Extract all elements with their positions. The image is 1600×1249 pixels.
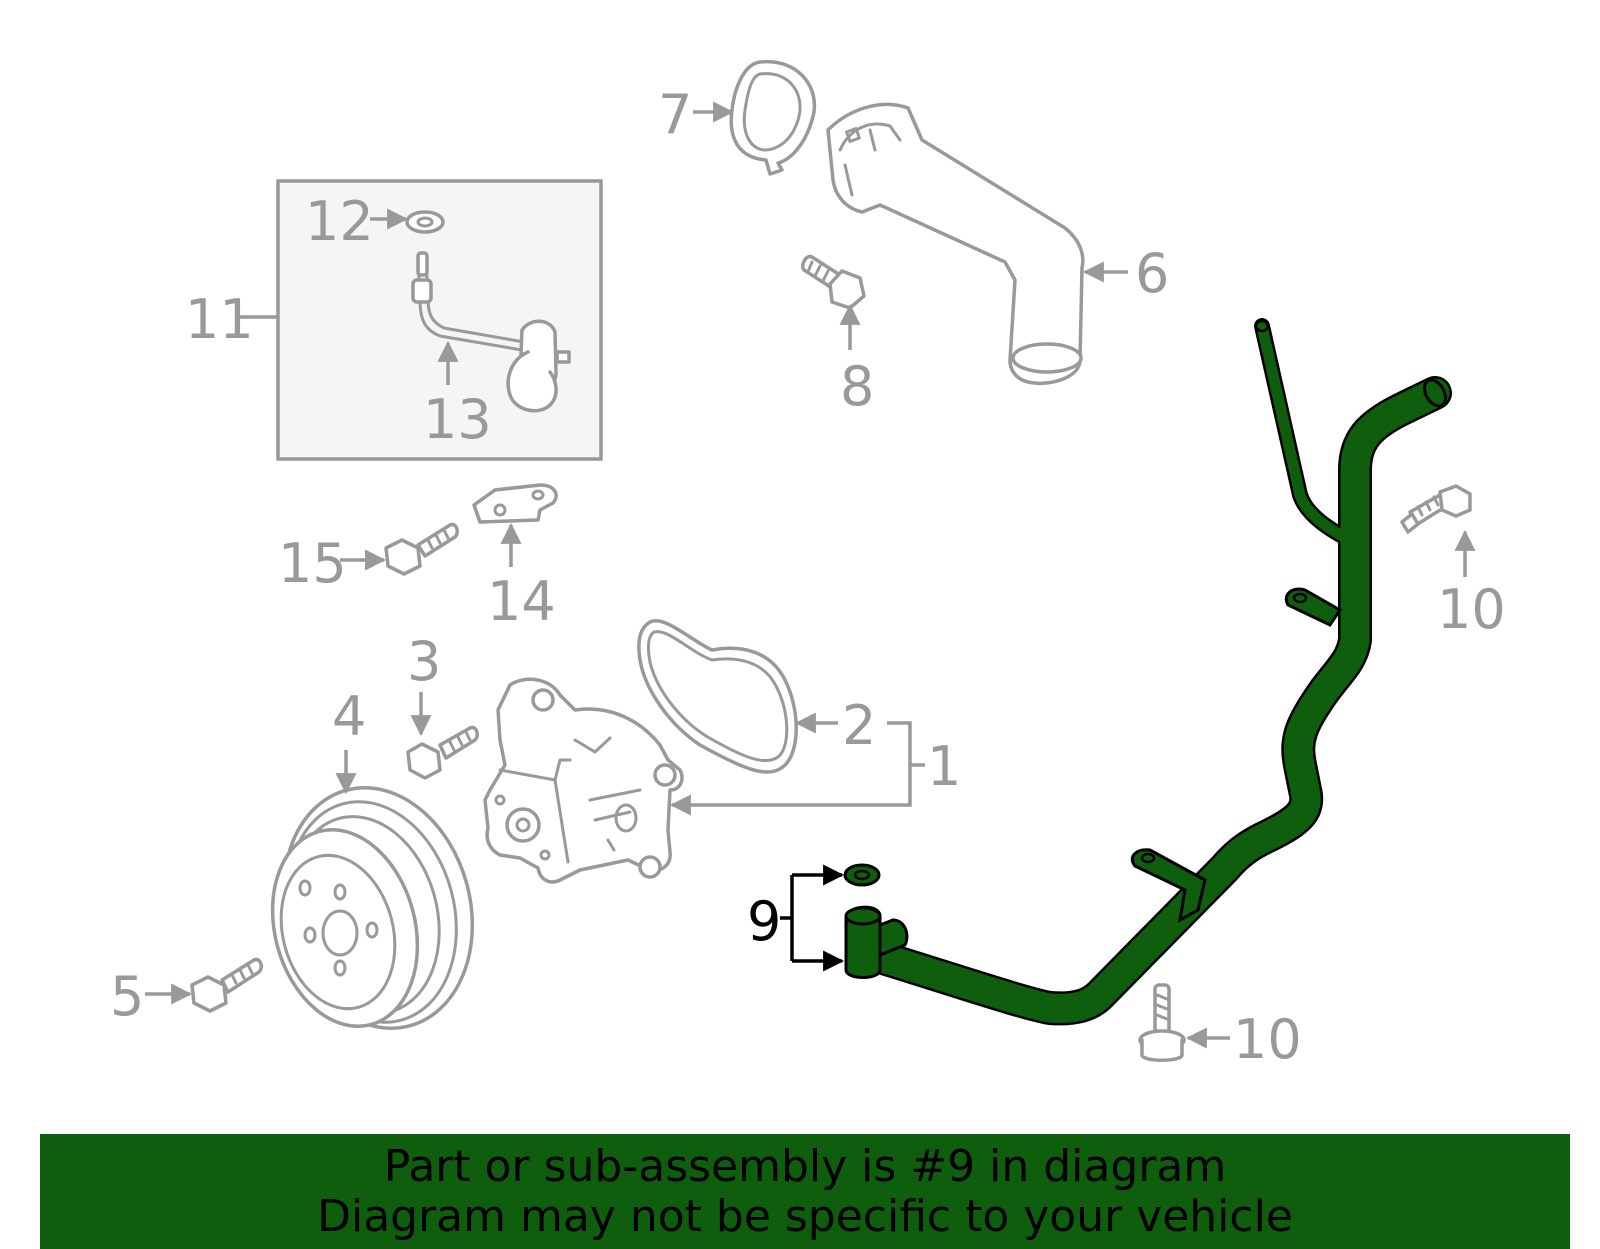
part-10-bolt-upper[interactable] <box>1400 484 1472 534</box>
callout-14[interactable]: 14 <box>487 570 556 633</box>
tube-branch-fill <box>1256 320 1356 546</box>
part-5-bolt[interactable] <box>190 957 263 1013</box>
banner-line-1: Part or sub-assembly is #9 in diagram <box>383 1141 1227 1192</box>
part-12-o-ring[interactable] <box>405 210 445 234</box>
part-15-bolt[interactable] <box>384 522 459 576</box>
callout-12[interactable]: 12 <box>305 190 374 253</box>
part-9-o-ring[interactable] <box>843 863 881 887</box>
part-7-gasket[interactable] <box>729 60 817 176</box>
callout-4[interactable]: 4 <box>332 685 366 748</box>
part-10-bolt-lower[interactable] <box>1138 983 1186 1062</box>
callout-3[interactable]: 3 <box>407 630 441 693</box>
part-4-pulley[interactable] <box>252 766 499 1049</box>
bracket-9 <box>780 875 794 961</box>
callout-10-lower[interactable]: 10 <box>1233 1008 1302 1071</box>
part-13-sensor-hose[interactable] <box>411 251 571 413</box>
tube-main-fill <box>865 378 1450 1023</box>
callout-6[interactable]: 6 <box>1135 242 1169 305</box>
part-2-pump-gasket[interactable] <box>637 619 798 774</box>
tube-bracket-upper <box>1284 587 1343 627</box>
part-9-water-tube[interactable] <box>844 318 1452 1026</box>
callout-2[interactable]: 2 <box>842 694 876 757</box>
callout-13[interactable]: 13 <box>423 388 492 451</box>
part-3-bolt[interactable] <box>406 725 479 780</box>
callout-7[interactable]: 7 <box>658 83 692 146</box>
part-6-outlet-pipe[interactable] <box>826 102 1085 386</box>
tube-bracket-lower <box>1130 848 1207 923</box>
part-8-bolt[interactable] <box>800 254 866 310</box>
callout-15[interactable]: 15 <box>278 532 347 595</box>
banner-line-2: Diagram may not be specific to your vehi… <box>317 1191 1293 1242</box>
part-1-water-pump[interactable] <box>483 677 684 884</box>
callout-1[interactable]: 1 <box>927 735 961 798</box>
info-banner: Part or sub-assembly is #9 in diagram Di… <box>40 1134 1570 1249</box>
callout-11[interactable]: 11 <box>185 288 254 351</box>
callout-8[interactable]: 8 <box>840 355 874 418</box>
part-14-bracket[interactable] <box>472 483 558 524</box>
callout-9[interactable]: 9 <box>747 890 781 953</box>
callout-10-upper[interactable]: 10 <box>1437 578 1506 641</box>
callout-5[interactable]: 5 <box>110 965 144 1028</box>
